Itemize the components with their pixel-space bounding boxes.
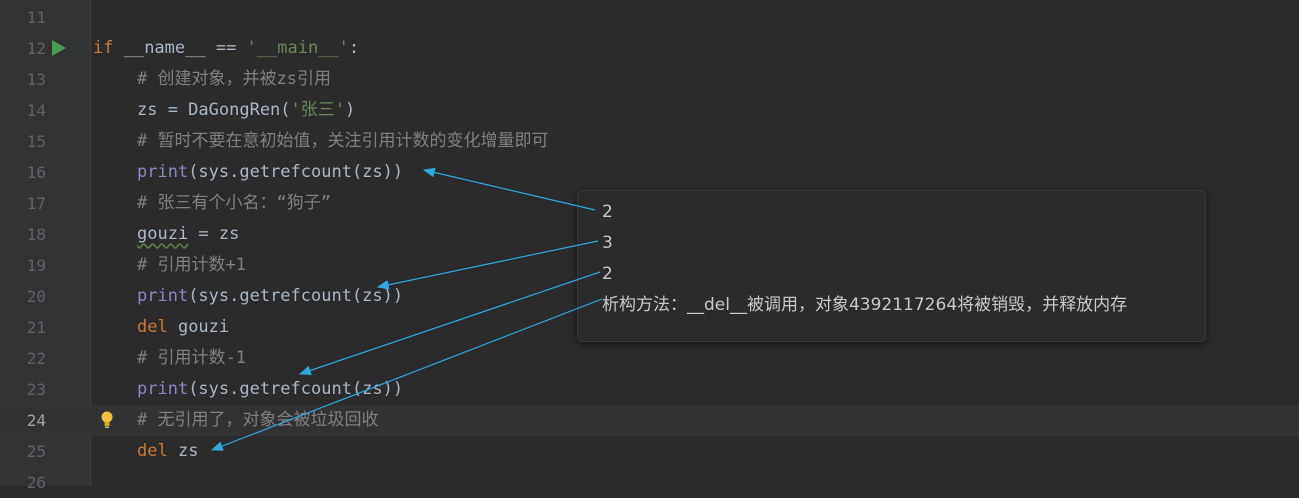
code-text: del gouzi — [137, 317, 230, 337]
line-number: 21 — [26, 318, 46, 337]
line-number: 26 — [26, 473, 46, 492]
code-line[interactable]: 22 # 引用计数-1 — [0, 343, 1299, 374]
code-comment: # 暂时不要在意初始值，关注引用计数的变化增量即可 — [137, 131, 549, 151]
line-number: 23 — [26, 380, 46, 399]
console-output-panel: 2 3 2 析构方法：__del__被调用，对象4392117264将被销毁，并… — [577, 190, 1206, 342]
code-line[interactable]: 15 # 暂时不要在意初始值，关注引用计数的变化增量即可 — [0, 126, 1299, 157]
code-line[interactable]: 11 — [0, 2, 1299, 33]
code-text: print(sys.getrefcount(zs)) — [137, 286, 404, 306]
code-line-current[interactable]: 24 # 无引用了，对象会被垃圾回收 — [0, 405, 1299, 436]
code-line[interactable]: 16 print(sys.getrefcount(zs)) — [0, 157, 1299, 188]
line-number: 24 — [26, 411, 46, 430]
code-text: if __name__ == '__main__': — [93, 38, 360, 58]
run-icon[interactable] — [52, 40, 66, 56]
line-number: 16 — [26, 163, 46, 182]
code-comment: # 张三有个小名：“狗子” — [137, 193, 331, 213]
console-output-line: 析构方法：__del__被调用，对象4392117264将被销毁，并释放内存 — [602, 295, 1128, 315]
code-text: print(sys.getrefcount(zs)) — [137, 379, 404, 399]
line-number: 12 — [26, 39, 46, 58]
code-line[interactable]: 26 — [0, 467, 1299, 498]
code-line[interactable]: 23 print(sys.getrefcount(zs)) — [0, 374, 1299, 405]
line-number: 19 — [26, 256, 46, 275]
code-line[interactable]: 12 if __name__ == '__main__': — [0, 33, 1299, 64]
console-output-line: 2 — [602, 264, 613, 284]
code-comment: # 引用计数+1 — [137, 255, 246, 275]
code-line[interactable]: 25 del zs — [0, 436, 1299, 467]
code-text: print(sys.getrefcount(zs)) — [137, 162, 404, 182]
code-comment: # 引用计数-1 — [137, 348, 246, 368]
console-output-line: 2 — [602, 202, 613, 222]
line-number: 11 — [26, 8, 46, 27]
line-number: 18 — [26, 225, 46, 244]
console-output-line: 3 — [602, 233, 613, 253]
line-number: 22 — [26, 349, 46, 368]
code-comment: # 创建对象，并被zs引用 — [137, 69, 331, 89]
code-text: del zs — [137, 441, 199, 461]
code-text: zs = DaGongRen('张三') — [137, 100, 356, 120]
code-comment: # 无引用了，对象会被垃圾回收 — [137, 410, 379, 430]
line-number: 25 — [26, 442, 46, 461]
line-number: 15 — [26, 132, 46, 151]
lightbulb-icon[interactable] — [100, 410, 114, 430]
code-line[interactable]: 18 gouzi = zs — [0, 219, 1299, 250]
line-number: 14 — [26, 101, 46, 120]
line-number: 13 — [26, 70, 46, 89]
code-line[interactable]: 13 # 创建对象，并被zs引用 — [0, 64, 1299, 95]
code-line[interactable]: 17 # 张三有个小名：“狗子” — [0, 188, 1299, 219]
code-line[interactable]: 14 zs = DaGongRen('张三') — [0, 95, 1299, 126]
line-number: 20 — [26, 287, 46, 306]
line-number: 17 — [26, 194, 46, 213]
code-text: gouzi = zs — [137, 224, 240, 244]
code-line[interactable]: 19 # 引用计数+1 — [0, 250, 1299, 281]
